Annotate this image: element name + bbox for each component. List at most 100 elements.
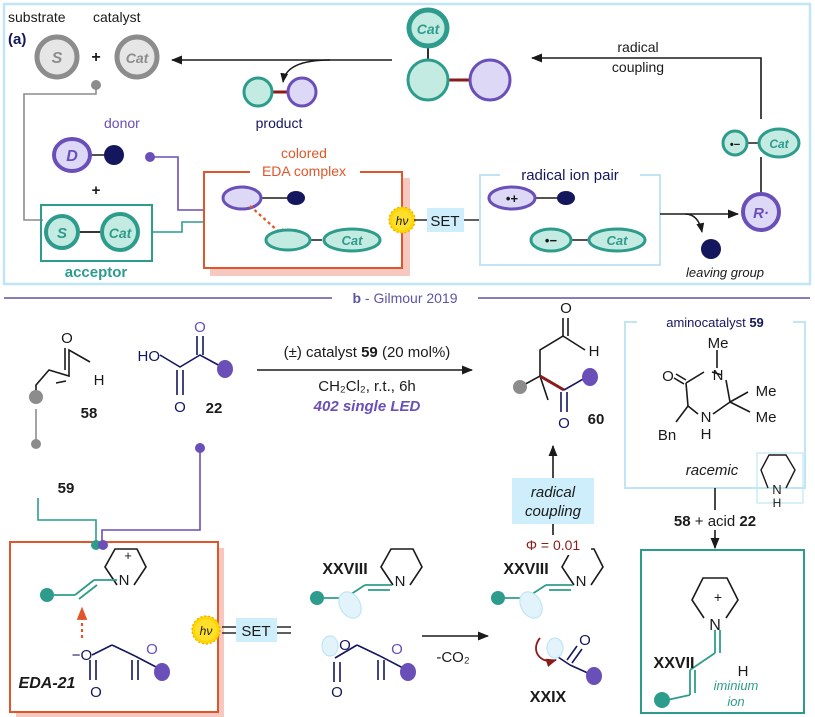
acceptor-label-bg xyxy=(50,262,142,282)
iminium-chain xyxy=(666,630,721,701)
set-box-a xyxy=(427,208,464,232)
aminocatalyst-title-bg xyxy=(637,313,793,331)
compound-60-gray-ball xyxy=(513,380,527,394)
light-sun-icon-a: hν xyxy=(388,206,416,234)
iminium-box xyxy=(640,549,805,714)
radical-coupling-label-a1: radical xyxy=(617,39,658,55)
imidazolidinone-NH-H: H xyxy=(701,426,712,443)
acceptor-box xyxy=(40,204,153,262)
racemic-label: racemic xyxy=(686,462,739,479)
compound-60-new-bond xyxy=(539,374,565,392)
substrate-acceptor-connector xyxy=(23,83,97,221)
phi-bg xyxy=(515,535,591,555)
condition-bg xyxy=(661,510,769,530)
radical-anion-O-top: O xyxy=(339,637,351,654)
product-label: product xyxy=(256,115,303,131)
pyrrolidine-H: H xyxy=(773,496,782,510)
divider-title: b - Gilmour 2019 xyxy=(352,290,457,306)
purple-connector-b xyxy=(101,450,201,543)
substrate-label: substrate xyxy=(8,9,66,25)
iminium-H: H xyxy=(738,663,749,680)
radical-coupling-label-a2: coupling xyxy=(612,59,664,75)
compound-22-O-top: O xyxy=(194,319,206,336)
radical-ion-pair-label: radical ion pair xyxy=(521,167,619,184)
light-sun-icon-b: hν xyxy=(191,615,221,645)
xxviii-orbital-2 xyxy=(519,591,543,619)
radical-coupling-box-b xyxy=(512,478,594,524)
acceptor-label: acceptor xyxy=(65,264,128,281)
eda21-label: EDA-21 xyxy=(19,675,76,692)
imidazolidinone-structure xyxy=(673,350,751,423)
xxviii-orbital-1 xyxy=(338,591,362,619)
catalyst-radical: •− Cat xyxy=(721,127,801,159)
eda-title-bg xyxy=(250,162,360,180)
radical-anion-O-bottom: O xyxy=(331,684,343,701)
donor-eda-connector xyxy=(152,156,212,211)
xxviii-N-1: N xyxy=(395,573,406,590)
svg-text:hν: hν xyxy=(200,624,213,638)
imidazolidinone-Me-right-2: Me xyxy=(756,409,777,426)
reagent-line-2: CH₂Cl₂, r.t., 6h xyxy=(318,378,416,395)
xxix-label: XXIX xyxy=(530,689,567,706)
eda21-enamine xyxy=(52,548,147,600)
panel-a-tag: (a) xyxy=(8,31,26,48)
radical-ion-pair-molecules: •+ •− Cat xyxy=(487,185,647,253)
eda21-entry-dot-teal xyxy=(91,540,101,550)
catalyst-label: catalyst xyxy=(93,9,141,25)
eda-complex-molecules: Cat xyxy=(221,185,382,253)
reagent-line-3: 402 single LED xyxy=(313,398,421,415)
compound-22 xyxy=(159,336,223,395)
compound-60-H: H xyxy=(589,343,600,360)
substrate-circle-gray: S xyxy=(34,34,80,80)
radical-anion-ketoacid xyxy=(333,644,404,682)
imidazolidinone-Me-right-1: Me xyxy=(756,383,777,400)
svg-text:R·: R· xyxy=(753,205,769,222)
eda21-O-bottom: O xyxy=(90,684,102,701)
R-radical: R· xyxy=(741,192,781,232)
svg-text:Cat: Cat xyxy=(126,50,150,66)
eda21-purple-ball xyxy=(154,663,170,681)
eda21-O-right: O xyxy=(146,641,158,658)
eda21-ketoacid xyxy=(89,644,159,680)
iminium-condition: 58 + acid 22 xyxy=(674,513,756,530)
panel-a-frame xyxy=(2,2,812,286)
iminium-ion-label-2: ion xyxy=(727,694,744,709)
svg-text:Cat: Cat xyxy=(109,225,133,241)
xxvii-label: XXVII xyxy=(654,655,695,672)
compound-22-O-bottom: O xyxy=(174,399,186,416)
compound-60-purple-ball xyxy=(582,368,598,386)
svg-text:Cat: Cat xyxy=(342,233,364,248)
radical-anion-O-right: O xyxy=(391,641,403,658)
reagent-line-1: (±) catalyst 59 (20 mol%) xyxy=(284,344,451,361)
iminium-plus: + xyxy=(714,589,722,605)
eda21-O-minus: −O xyxy=(72,647,92,664)
xxviii-teal-ball-2 xyxy=(491,591,505,605)
iminium-teal-ball xyxy=(654,692,670,708)
acceptor-eda-connector xyxy=(152,221,212,233)
imidazolidinone-Me-top: Me xyxy=(708,335,729,352)
compound-58-H: H xyxy=(94,372,105,389)
xxix-orbital xyxy=(546,637,564,659)
radical-anion-orbital xyxy=(321,635,339,657)
quantum-yield-label: Φ = 0.01 xyxy=(526,537,581,553)
connector-dot-purple xyxy=(145,152,155,162)
pyrrolidine-N: N xyxy=(772,482,781,497)
set-label-b: SET xyxy=(241,623,270,640)
rip-title-bg xyxy=(500,166,640,184)
set-label-a: SET xyxy=(430,213,459,230)
plus-donor-acceptor: + xyxy=(92,182,101,199)
compound-60-O-top: O xyxy=(560,300,572,317)
connector-dot-gray xyxy=(91,80,101,90)
acceptor-molecule: S Cat xyxy=(44,212,140,252)
compound-22-purple-ball xyxy=(217,360,233,378)
xxviii-label-2: XXVIII xyxy=(503,561,548,578)
leaving-group-arrow xyxy=(684,213,705,233)
product-molecule xyxy=(242,76,318,108)
teal-connector-b xyxy=(37,505,97,543)
eda21-entry-dot-purple xyxy=(98,540,108,550)
donor-label: donor xyxy=(104,115,140,131)
eda-complex-label: EDA complex xyxy=(262,163,346,179)
compound-58-gray-ball xyxy=(29,390,43,404)
compound-58 xyxy=(35,348,91,397)
